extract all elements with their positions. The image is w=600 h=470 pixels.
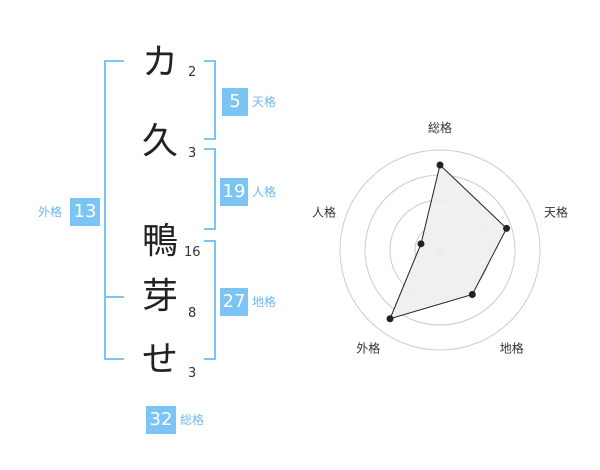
gaikaku-label: 外格 <box>38 205 63 219</box>
stroke-count-2: 3 <box>188 146 197 161</box>
radar-point-1 <box>436 161 444 169</box>
radar-axis-label-1: 総格 <box>428 120 452 135</box>
stroke-count-3: 16 <box>184 245 201 260</box>
name-char-5: せ <box>142 339 179 380</box>
gaikaku-bracket-tick <box>104 296 124 298</box>
radar-axis-label-2: 天格 <box>544 204 568 219</box>
name-char-3: 鴨 <box>142 221 179 262</box>
radar-point-2 <box>503 224 511 232</box>
tenkaku-bracket <box>204 60 216 140</box>
soukaku-label: 総格 <box>180 413 205 427</box>
radar-axis-label-5: 人格 <box>312 204 336 219</box>
radar-point-4 <box>386 315 394 323</box>
gaikaku-bracket <box>104 60 124 360</box>
chikaku-value: 27 <box>220 288 248 316</box>
gaikaku-value: 13 <box>70 198 100 226</box>
chikaku-label: 地格 <box>252 295 277 309</box>
tenkaku-value: 5 <box>222 88 248 116</box>
jinkaku-label: 人格 <box>252 185 277 199</box>
radar-axis-label-4: 外格 <box>356 341 380 356</box>
soukaku-value: 32 <box>146 406 176 434</box>
radar-point-5 <box>417 240 425 248</box>
radar-point-3 <box>468 290 476 298</box>
jinkaku-value: 19 <box>220 178 248 206</box>
chikaku-bracket <box>204 240 216 360</box>
name-char-4: 芽 <box>142 276 179 317</box>
stroke-count-1: 2 <box>188 65 197 80</box>
name-char-2: 久 <box>142 121 179 162</box>
jinkaku-bracket <box>204 148 216 230</box>
name-char-1: カ <box>142 42 179 83</box>
radar-series-shape <box>389 164 508 320</box>
stroke-count-5: 3 <box>188 366 197 381</box>
radar-axis-label-3: 地格 <box>500 341 524 356</box>
tenkaku-label: 天格 <box>252 95 277 109</box>
radar-ring <box>339 149 541 351</box>
stroke-count-4: 8 <box>188 306 197 321</box>
